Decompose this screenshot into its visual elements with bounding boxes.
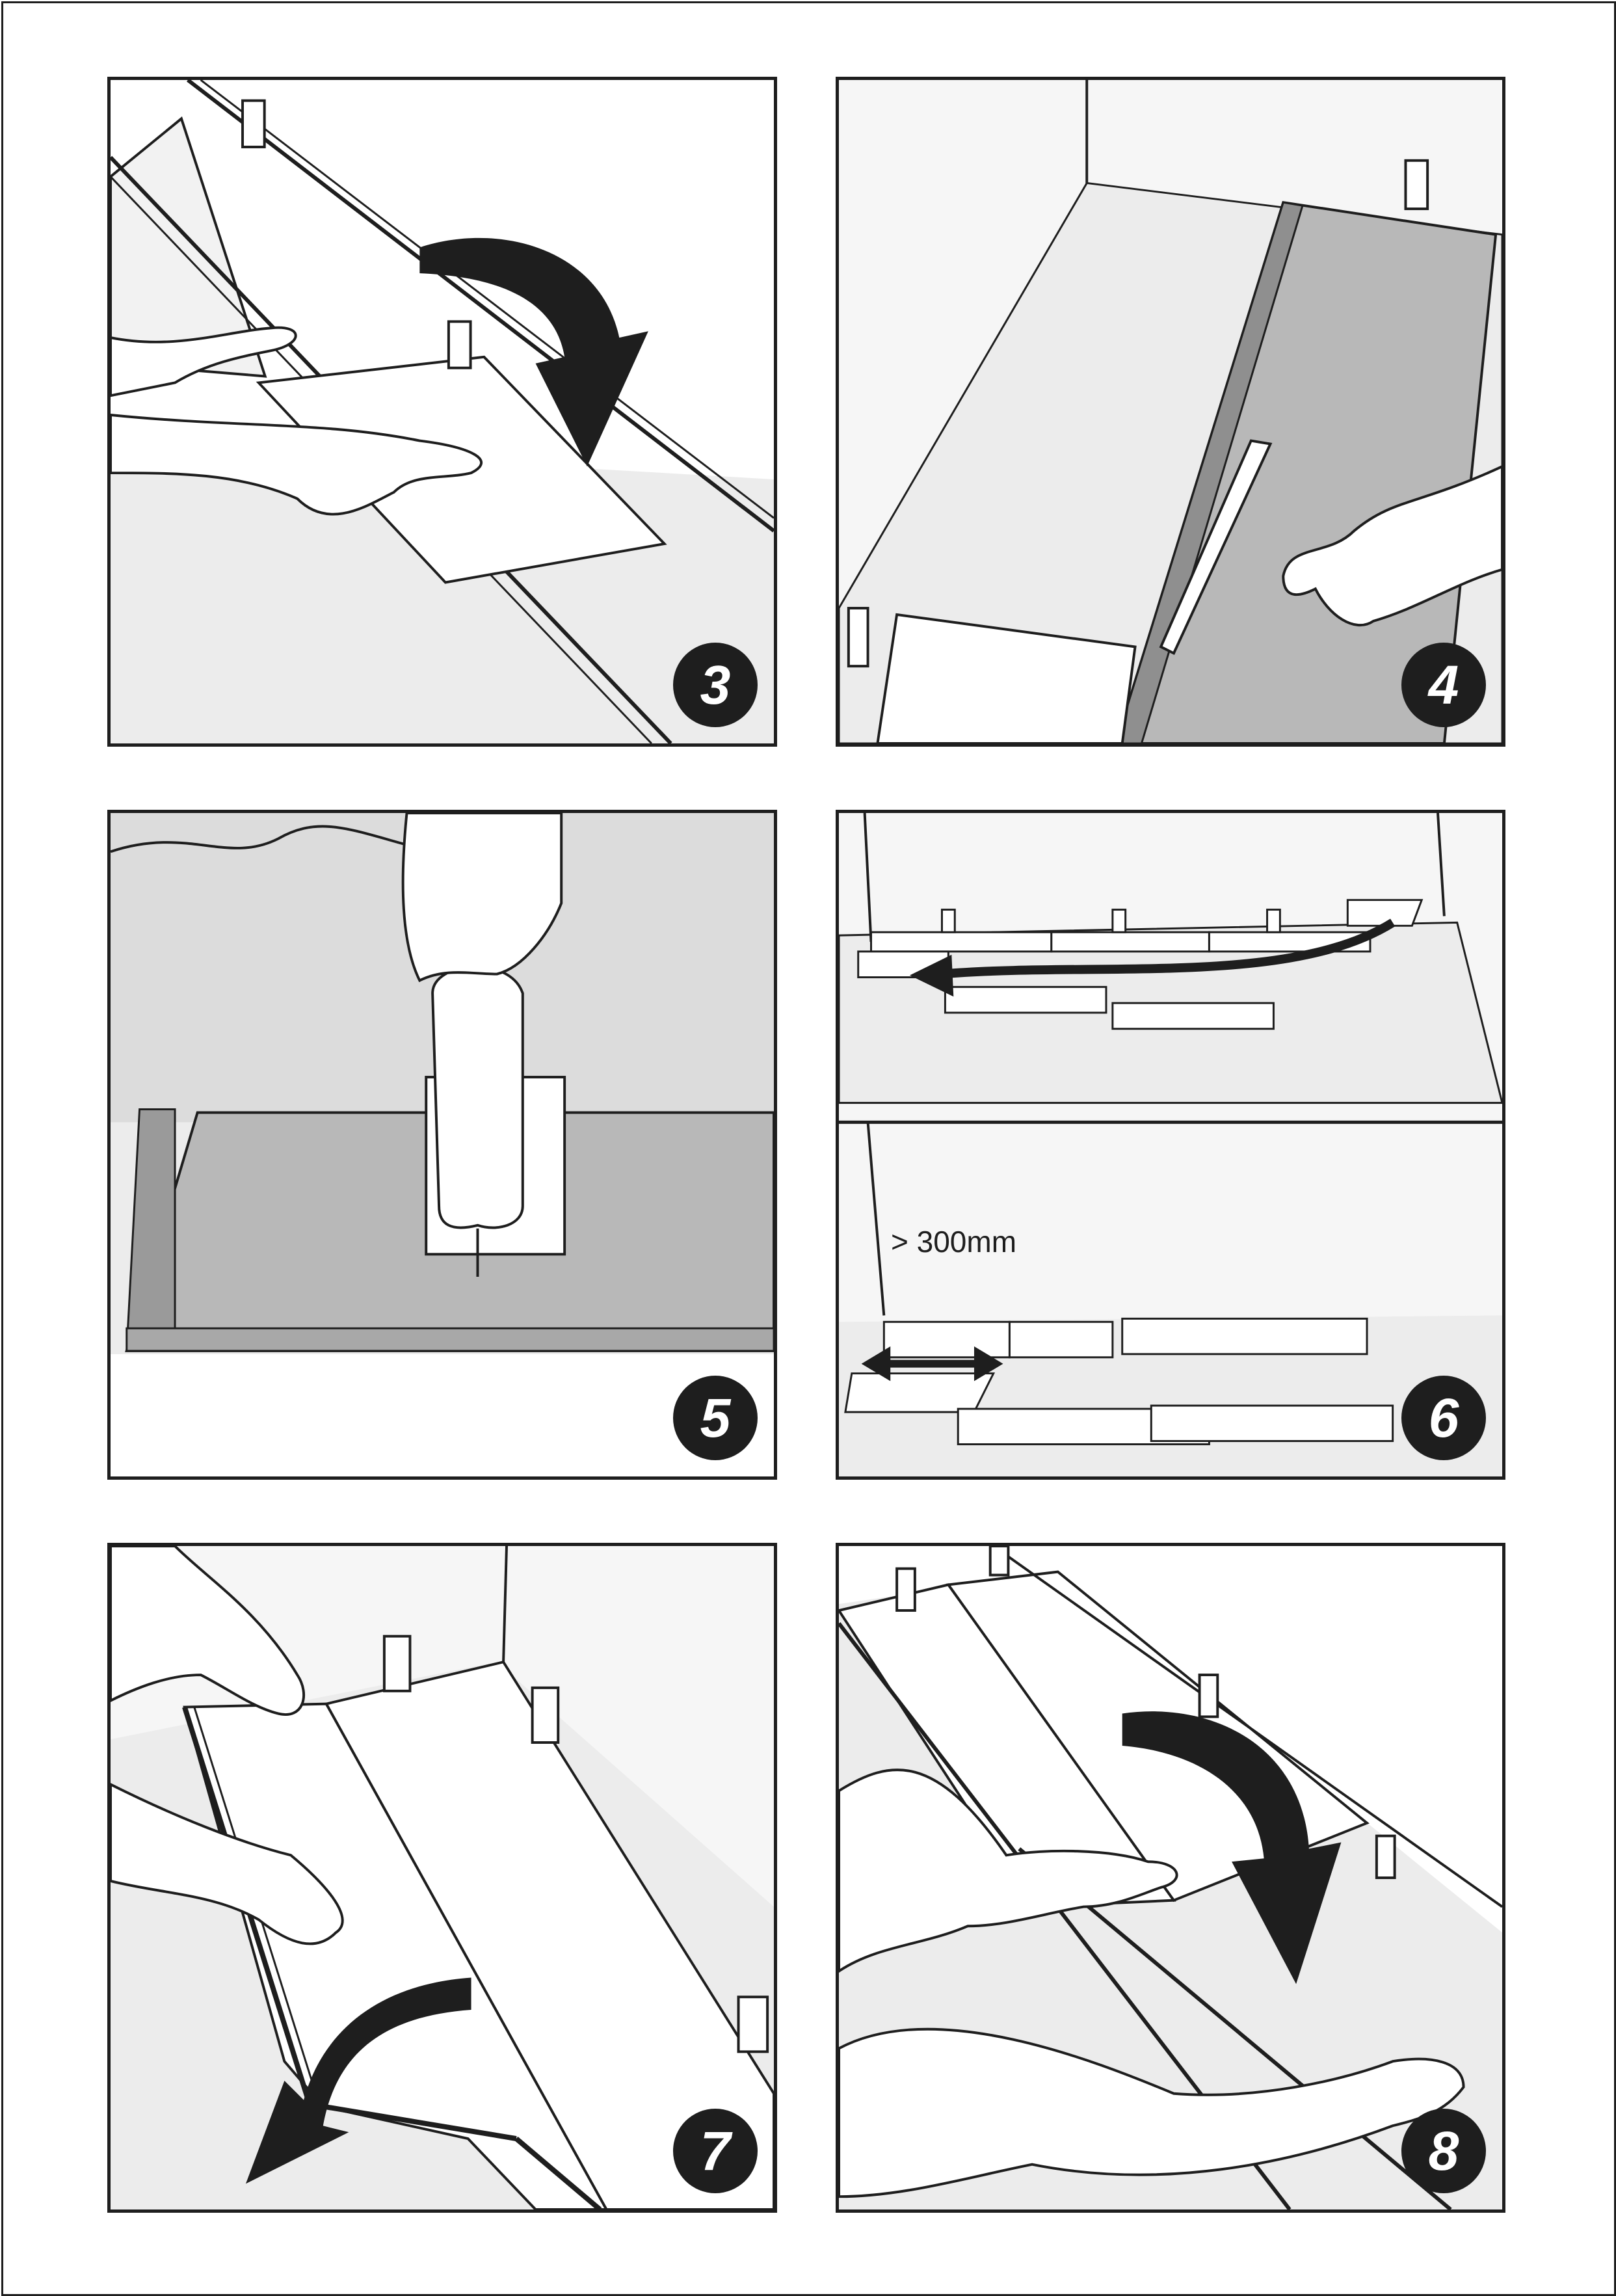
wall-plank-row [111,116,267,378]
right-hand [111,413,483,516]
spacer-wedge [1404,159,1429,211]
arrowhead [909,954,954,997]
step-7-panel: 7 [107,1543,777,2213]
plank-offcut [1346,899,1424,927]
plank [1008,1320,1114,1359]
right-hand [839,2027,1465,2198]
last-row-plank [876,613,1137,743]
jigsaw-icon [431,965,524,1229]
step-8-illustration [839,1546,1502,2209]
step-8-panel: 8 [836,1543,1505,2213]
spacer-wedge [940,909,956,933]
angled-plank [183,1702,608,2209]
step-6-panel: > 300mm 6 [836,810,1505,1480]
offcut-arrow [941,918,1396,979]
spacer-wedge [1266,909,1281,933]
rotate-down-arrow-icon [1122,1711,1342,1984]
spacer-wedge [847,607,869,668]
plank [882,1320,1011,1359]
plank-side-edge [126,1327,774,1352]
spacer-wedge [447,320,472,369]
step-number-badge: 7 [673,2109,758,2193]
spacer-wedge [531,1686,560,1744]
step-number-badge: 8 [1401,2109,1486,2193]
rotate-down-arrow-icon [419,237,648,467]
step-4-illustration [839,80,1502,743]
plank [1150,1404,1394,1443]
step-number-badge: 6 [1401,1376,1486,1460]
plank-tongue-edge [1115,201,1304,743]
step-4-panel: 4 [836,77,1505,747]
spacer-wedge [895,1567,916,1612]
plank [1050,931,1210,953]
step-5-illustration [111,813,774,1476]
left-hand [111,1546,305,1716]
left-hand [839,1769,1178,1973]
spacer-wedge [1198,1674,1219,1718]
step-3-illustration [111,80,774,743]
hand [401,813,563,983]
step-7-illustration [111,1546,774,2209]
plank [944,985,1107,1014]
hand [1282,464,1502,627]
plank [870,931,1053,953]
step-number-badge: 5 [673,1376,758,1460]
spacer-wedge [382,1635,412,1692]
left-hand [111,326,297,397]
plank [1111,1002,1275,1030]
step-number-badge: 4 [1401,643,1486,727]
power-cord [111,825,433,853]
step-6-illustration [839,813,1502,1476]
offset-plank [844,1372,996,1413]
spacer-wedge [1111,909,1127,933]
pencil-icon [1159,439,1273,656]
arrowhead [861,1346,891,1382]
spacer-wedge [1375,1834,1396,1879]
plank [1121,1317,1368,1355]
arrowhead [974,1346,1003,1382]
step-5-panel: 5 [107,810,777,1480]
right-hand [111,1783,344,1945]
spacer-wedge [988,1546,1010,1577]
step-number-badge: 3 [673,643,758,727]
step-3-panel: 3 [107,77,777,747]
rotate-down-arrow-icon [245,1977,471,2184]
spacer-wedge [737,1996,769,2053]
spacer-wedge [241,99,266,148]
offset-distance-label: > 300mm [891,1225,1017,1259]
